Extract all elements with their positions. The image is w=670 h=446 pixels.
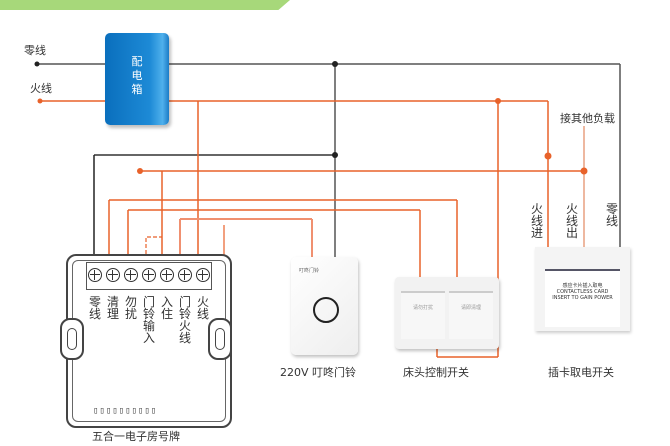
- card-face-text: 感应卡片插入取电: [562, 283, 603, 289]
- terminal-label: 清理: [107, 295, 120, 321]
- number-plate-caption: 五合一电子房号牌: [92, 430, 180, 443]
- card-slot: [545, 269, 620, 327]
- card-switch-device: 感应卡片插入取电 CONTACTLESS CARD INSERT TO GAIN…: [535, 247, 630, 331]
- card-face-text: CONTACTLESS CARD: [556, 289, 609, 295]
- pin-row: ▯▯▯▯▯▯▯▯▯▯: [93, 406, 158, 416]
- doorbell-device: 叮咚门铃: [291, 257, 358, 355]
- terminal-screw-icon: [142, 268, 156, 282]
- switch-key-dnd: 请勿打扰: [401, 291, 445, 339]
- terminal-label: 入住: [161, 295, 174, 321]
- card-wire-label-neutral: 零线: [606, 202, 619, 228]
- doorbell-caption: 220V 叮咚门铃: [280, 366, 357, 379]
- terminal-screw-icon: [124, 268, 138, 282]
- switch-key-clean: 请即清理: [449, 291, 493, 339]
- terminal-label: 门铃火线: [179, 295, 192, 345]
- terminal-screw-icon: [160, 268, 174, 282]
- bell-icon: [313, 297, 339, 323]
- terminal-label: 勿扰: [125, 295, 138, 321]
- bedside-switch-caption: 床头控制开关: [403, 366, 469, 379]
- card-out-dot: [137, 168, 143, 174]
- other-load-label: 接其他负载: [560, 112, 615, 125]
- distribution-box: 配电箱: [105, 33, 169, 125]
- live-start-dot: [37, 98, 43, 104]
- live-node: [544, 152, 552, 160]
- live-label: 火线: [30, 82, 52, 95]
- card-wire-label-live-out: 火线出: [566, 202, 579, 240]
- title-banner: [0, 0, 290, 10]
- neutral-node: [332, 61, 338, 67]
- distribution-box-label: 配电箱: [131, 55, 143, 96]
- neutral-start-dot: [34, 61, 40, 67]
- terminal-label: 火线: [197, 295, 210, 321]
- terminal-label: 门铃输入: [143, 295, 156, 345]
- neutral-node: [332, 152, 338, 158]
- card-face-text: INSERT TO GAIN POWER: [552, 295, 613, 301]
- terminal-screw-icon: [178, 268, 192, 282]
- doorbell-face-text: 叮咚门铃: [299, 268, 320, 274]
- bedside-switch-device: 请勿打扰 请即清理: [395, 277, 499, 349]
- card-wire-label-live-in: 火线进: [531, 202, 544, 240]
- mount-ear-right: [208, 318, 232, 360]
- mount-ear-left: [60, 318, 84, 360]
- terminal-screw-icon: [196, 268, 210, 282]
- neutral-label: 零线: [24, 44, 46, 57]
- terminal-screw-icon: [88, 268, 102, 282]
- terminal-screw-icon: [106, 268, 120, 282]
- card-out-node: [580, 167, 588, 175]
- terminal-label: 零线: [89, 295, 102, 321]
- card-switch-caption: 插卡取电开关: [548, 366, 614, 379]
